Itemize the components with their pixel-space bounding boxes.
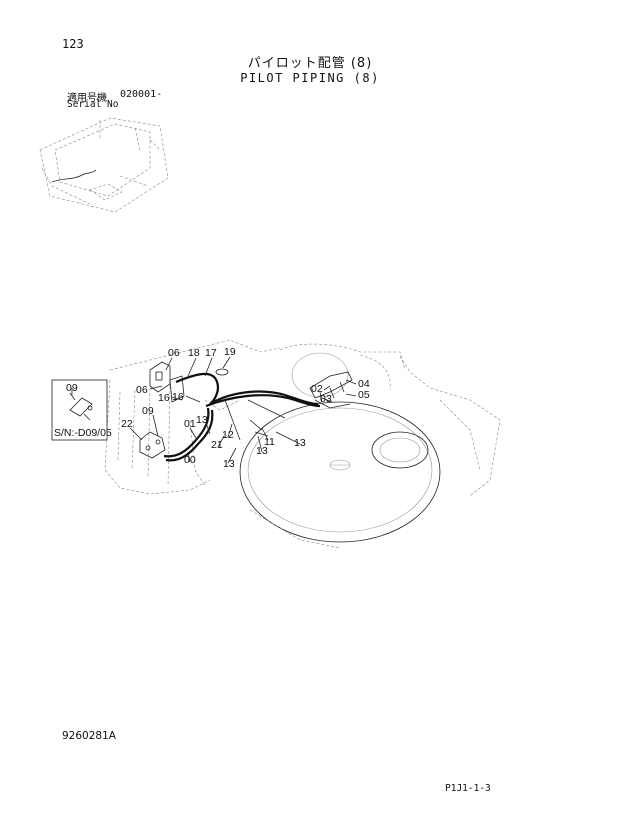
inset-serial-note: S/N:-D09/05 [54, 427, 112, 439]
callout-label: 17 [205, 347, 217, 359]
callout-label: 09 [142, 405, 154, 417]
callout-label: 13 [256, 445, 268, 457]
control-valve [291, 352, 353, 409]
upper-frame [104, 339, 501, 497]
callout-label: 03 [320, 393, 332, 405]
callout-label: 02 [311, 383, 323, 395]
callout-label: 01 [184, 418, 196, 430]
inset-detail-box [51, 379, 108, 441]
key-map-thumbnail [39, 117, 169, 213]
callout-label: 05 [358, 389, 370, 401]
page-title-english: PILOT PIPING (8) [240, 71, 380, 85]
callout-label: 21 [211, 439, 223, 451]
page-title-japanese: パイロット配管 (8) [247, 56, 373, 71]
serial-value: 020001- [120, 89, 163, 100]
inset-label: 09 [66, 382, 78, 394]
callout-label: 00 [184, 454, 196, 466]
callout-label: 12 [222, 429, 234, 441]
callout-labels: 06 18 17 19 06 16 16 09 22 01 13 12 21 0… [54, 346, 370, 470]
callout-label: 16 [158, 392, 170, 404]
drawing-number: 9260281A [62, 730, 116, 742]
serial-label-english: Serial No [67, 99, 119, 110]
callout-label: 13 [223, 458, 235, 470]
callout-label: 06 [168, 347, 180, 359]
leader-lines [129, 356, 357, 464]
page-code: P1J1-1-3 [445, 783, 491, 794]
callout-label: 06 [136, 384, 148, 396]
callout-label: 19 [224, 346, 236, 358]
callout-label: 13 [196, 414, 208, 426]
solenoid-block [139, 361, 185, 459]
callout-label: 11 [264, 436, 275, 448]
callout-label: 13 [294, 437, 306, 449]
callout-label: 04 [358, 378, 370, 390]
swing-bearing [239, 401, 441, 549]
serial-label-japanese: 適用号機 [67, 93, 107, 104]
callout-label: 22 [121, 418, 133, 430]
pilot-hoses [163, 368, 321, 462]
callout-label: 18 [188, 347, 200, 359]
page-number: 123 [62, 37, 84, 51]
callout-label: 16 [172, 391, 184, 403]
